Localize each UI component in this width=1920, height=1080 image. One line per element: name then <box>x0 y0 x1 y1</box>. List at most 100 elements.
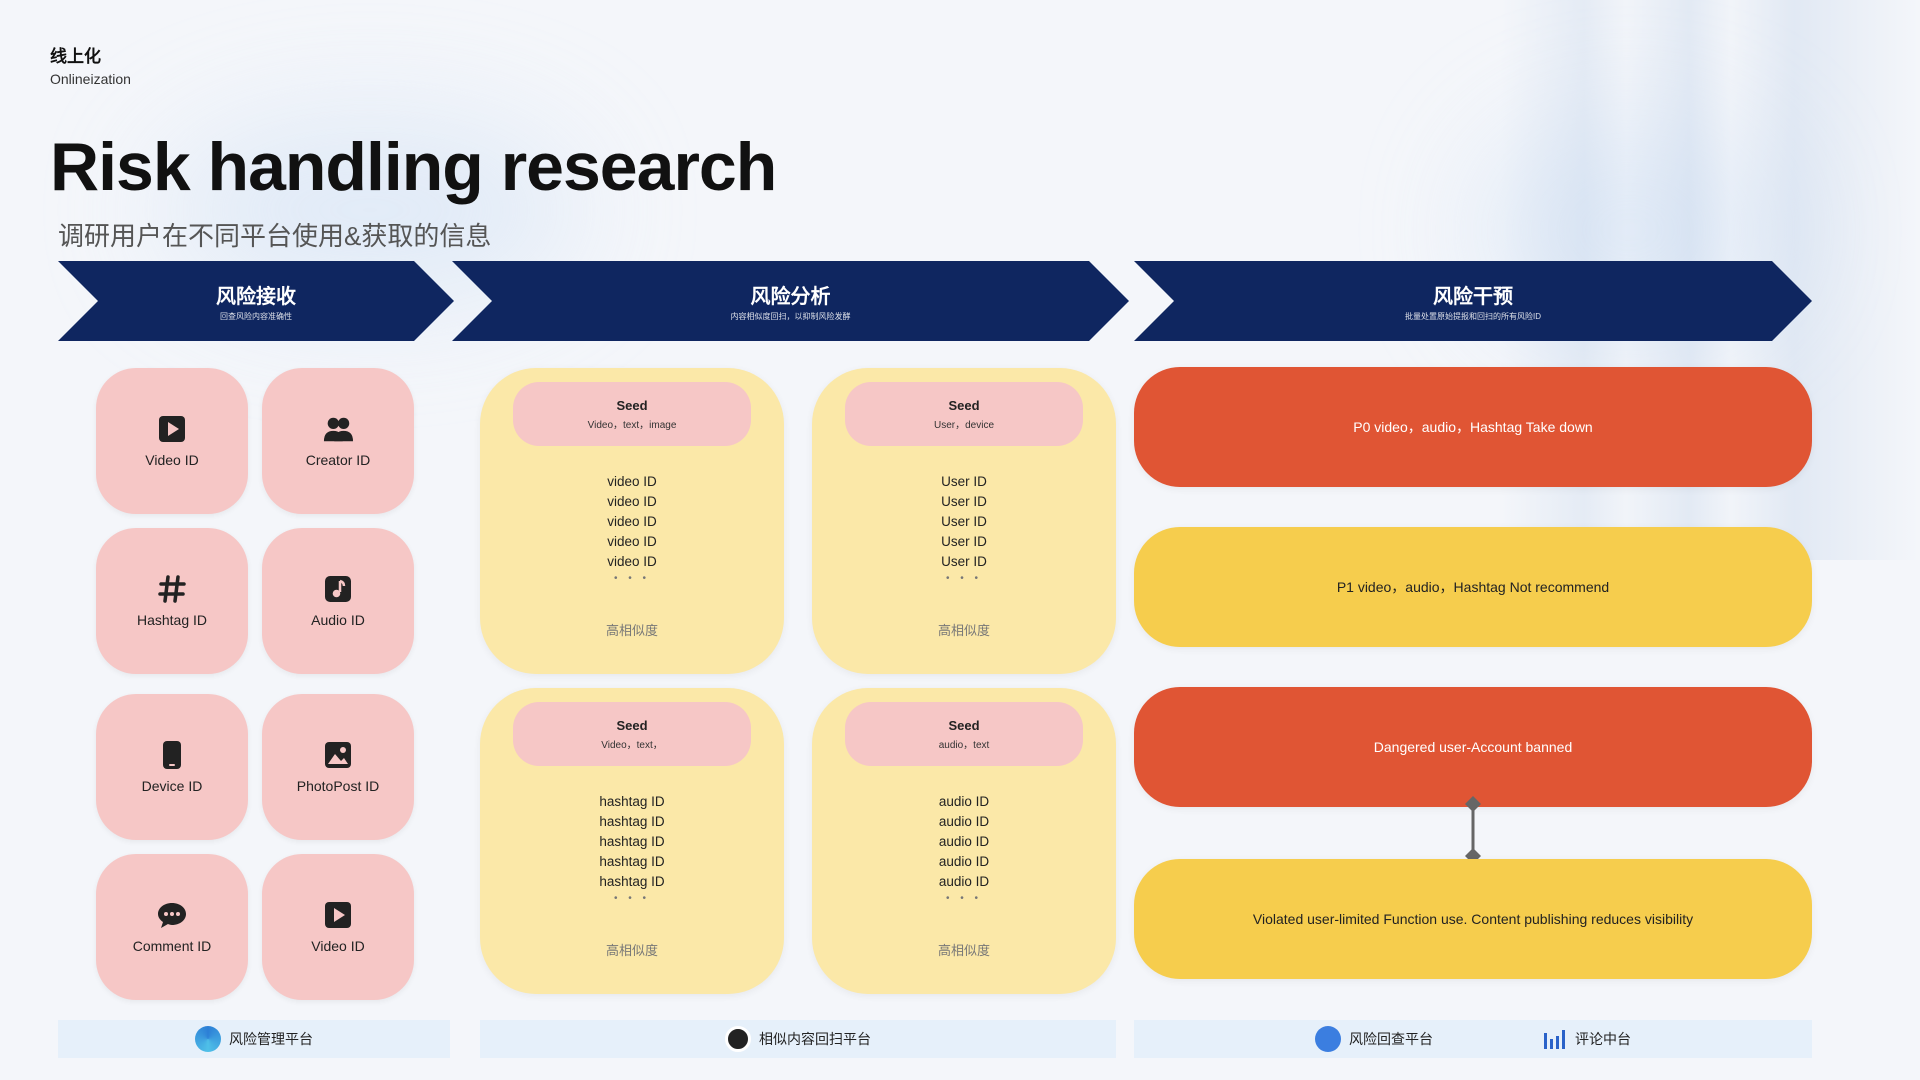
list-item: audio ID <box>938 814 990 829</box>
footer-platform-1: 风险管理平台 <box>58 1020 450 1058</box>
tile-creator-id: Creator ID <box>262 368 414 514</box>
similar-content-logo-icon <box>725 1026 751 1052</box>
ellipsis-dots: • • • <box>613 573 651 584</box>
seed-subtitle: Video，text，image <box>587 419 677 431</box>
seed-title: Seed <box>616 717 648 733</box>
bar-chart-icon <box>1544 1030 1565 1049</box>
music-note-icon <box>323 574 353 604</box>
stage-risk-intervention: 风险干预 批量处置原始提报和回扫的所有风险ID <box>1134 261 1812 341</box>
tile-comment-id: Comment ID <box>96 854 248 1000</box>
list-item: User ID <box>941 534 987 549</box>
risk-management-logo-icon <box>195 1026 221 1052</box>
list-item: User ID <box>941 494 987 509</box>
tile-label: Hashtag ID <box>136 612 208 628</box>
id-list: hashtag ID hashtag ID hashtag ID hashtag… <box>480 792 784 892</box>
footer-platform-3: 风险回查平台 评论中台 <box>1134 1020 1812 1058</box>
page-title: Risk handling research <box>50 129 777 205</box>
seed-title: Seed <box>948 717 980 733</box>
stage-subtitle: 回查风险内容准确性 <box>220 312 292 321</box>
ellipsis-dots: • • • <box>945 893 983 904</box>
risk-review-logo-icon <box>1315 1026 1341 1052</box>
tile-video-id-2: Video ID <box>262 854 414 1000</box>
tile-photopost-id: PhotoPost ID <box>262 694 414 840</box>
action-label: Dangered user-Account banned <box>1373 739 1573 755</box>
seed-subtitle: audio，text <box>938 739 990 751</box>
list-item: User ID <box>941 474 987 489</box>
similarity-label: 高相似度 <box>605 623 658 638</box>
similarity-card-audio: Seed audio，text audio ID audio ID audio … <box>812 688 1116 994</box>
list-item: video ID <box>607 514 657 529</box>
tile-device-id: Device ID <box>96 694 248 840</box>
similarity-card-user: Seed User，device User ID User ID User ID… <box>812 368 1116 674</box>
platform-label: 风险管理平台 <box>229 1031 313 1047</box>
page-subtitle: 调研用户在不同平台使用&获取的信息 <box>58 221 492 251</box>
connector-line <box>1465 796 1481 864</box>
list-item: audio ID <box>938 874 990 889</box>
action-limited-function: Violated user-limited Function use. Cont… <box>1134 859 1812 979</box>
stage-subtitle: 批量处置原始提报和回扫的所有风险ID <box>1405 312 1541 321</box>
list-item: User ID <box>941 514 987 529</box>
tile-video-id: Video ID <box>96 368 248 514</box>
ellipsis-dots: • • • <box>613 893 651 904</box>
stage-title: 风险分析 <box>750 286 831 308</box>
action-p0-take-down: P0 video，audio，Hashtag Take down <box>1134 367 1812 487</box>
platform-item: 风险管理平台 <box>195 1026 313 1052</box>
platform-label: 风险回查平台 <box>1349 1031 1433 1047</box>
kicker-zh: 线上化 <box>50 47 101 66</box>
action-account-banned: Dangered user-Account banned <box>1134 687 1812 807</box>
stage-title: 风险干预 <box>1433 286 1513 308</box>
list-item: hashtag ID <box>599 854 665 869</box>
action-label: Violated user-limited Function use. Cont… <box>1252 911 1694 927</box>
tile-label: Video ID <box>311 938 365 954</box>
action-label: P1 video，audio，Hashtag Not recommend <box>1336 579 1610 595</box>
list-item: hashtag ID <box>599 874 665 889</box>
tile-label: Audio ID <box>311 612 365 628</box>
action-p1-not-recommend: P1 video，audio，Hashtag Not recommend <box>1134 527 1812 647</box>
tile-label: Comment ID <box>132 938 212 954</box>
tile-hashtag-id: Hashtag ID <box>96 528 248 674</box>
tile-label: PhotoPost ID <box>296 778 380 794</box>
list-item: hashtag ID <box>599 794 665 809</box>
phone-icon <box>157 740 187 770</box>
seed-box: Seed Video，text， <box>513 702 751 766</box>
similarity-label: 高相似度 <box>605 943 658 958</box>
platform-label: 相似内容回扫平台 <box>759 1031 871 1047</box>
similarity-card-video: Seed Video，text，image video ID video ID … <box>480 368 784 674</box>
action-label: P0 video，audio，Hashtag Take down <box>1353 419 1593 435</box>
seed-title: Seed <box>948 397 980 413</box>
seed-box: Seed audio，text <box>845 702 1083 766</box>
similarity-label: 高相似度 <box>937 943 990 958</box>
platform-item: 评论中台 <box>1543 1029 1631 1049</box>
list-item: hashtag ID <box>599 834 665 849</box>
section-kicker: 线上化 Onlineization <box>50 42 131 87</box>
list-item: audio ID <box>938 794 990 809</box>
footer-platform-2: 相似内容回扫平台 <box>480 1020 1116 1058</box>
play-icon <box>157 414 187 444</box>
hashtag-icon <box>157 574 187 604</box>
stage-subtitle: 内容相似度回扫，以抑制风险发酵 <box>730 312 851 321</box>
id-list: video ID video ID video ID video ID vide… <box>480 472 784 572</box>
seed-title: Seed <box>616 397 648 413</box>
stage-risk-receive: 风险接收 回查风险内容准确性 <box>58 261 454 341</box>
seed-subtitle: Video，text， <box>601 739 663 751</box>
seed-box: Seed Video，text，image <box>513 382 751 446</box>
platform-label: 评论中台 <box>1575 1031 1631 1047</box>
tile-label: Video ID <box>145 452 199 468</box>
seed-box: Seed User，device <box>845 382 1083 446</box>
chat-bubble-icon <box>157 900 187 930</box>
users-icon <box>323 414 353 444</box>
list-item: video ID <box>607 554 657 569</box>
image-icon <box>323 740 353 770</box>
tile-label: Device ID <box>141 778 203 794</box>
seed-subtitle: User，device <box>933 419 995 431</box>
kicker-en: Onlineization <box>50 71 131 87</box>
list-item: video ID <box>607 494 657 509</box>
list-item: hashtag ID <box>599 814 665 829</box>
platform-item: 相似内容回扫平台 <box>725 1026 871 1052</box>
similarity-label: 高相似度 <box>937 623 990 638</box>
tile-label: Creator ID <box>305 452 371 468</box>
tile-audio-id: Audio ID <box>262 528 414 674</box>
platform-item: 风险回查平台 <box>1315 1026 1433 1052</box>
list-item: User ID <box>941 554 987 569</box>
list-item: audio ID <box>938 834 990 849</box>
